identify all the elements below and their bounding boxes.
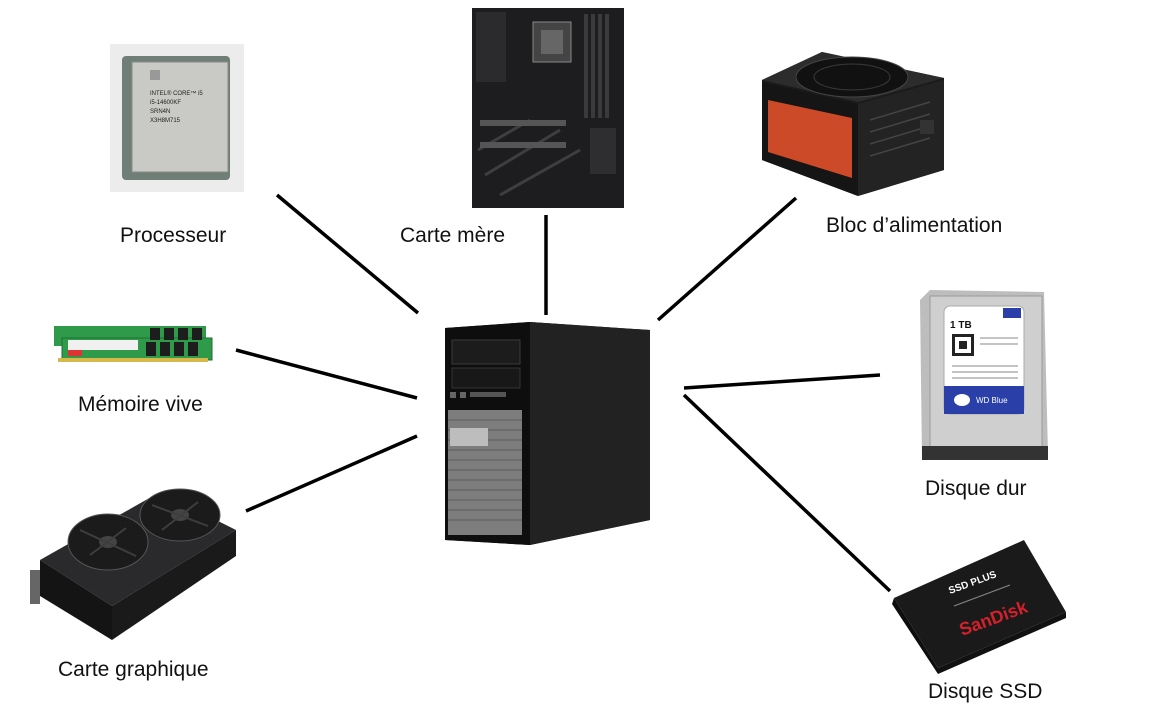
connector-hdd xyxy=(683,373,881,390)
cpu-image: INTEL® CORE™ i5 i5-14600KF SRN4N X3H8M71… xyxy=(110,44,244,192)
connector-psu xyxy=(656,196,798,322)
label-cpu: Processeur xyxy=(120,224,227,247)
gpu-image xyxy=(30,488,236,640)
cpu-line-4: X3H8M715 xyxy=(150,118,181,124)
connector-gpu xyxy=(245,434,418,513)
label-ram: Mémoire vive xyxy=(78,393,203,416)
label-ssd: Disque SSD xyxy=(928,680,1043,703)
cpu-line-3: SRN4N xyxy=(150,109,170,115)
connectors xyxy=(235,193,892,593)
ram-image xyxy=(54,326,213,362)
cpu-line-2: i5-14600KF xyxy=(150,100,181,106)
connector-cpu xyxy=(275,193,420,315)
label-hdd: Disque dur xyxy=(925,477,1027,500)
cpu-line-1: INTEL® CORE™ i5 xyxy=(150,90,203,97)
label-motherboard: Carte mère xyxy=(400,224,506,247)
connector-ssd xyxy=(682,393,892,593)
connector-ram xyxy=(235,348,418,400)
label-psu: Bloc d’alimentation xyxy=(826,214,1003,237)
hdd-capacity: 1 TB xyxy=(950,320,972,331)
ssd-image: SSD PLUS SanDisk xyxy=(892,540,1066,674)
hdd-brand: WD Blue xyxy=(976,396,1008,405)
label-gpu: Carte graphique xyxy=(58,658,209,681)
motherboard-image xyxy=(472,8,624,208)
computer-tower-image xyxy=(445,322,650,545)
hdd-image: 1 TB WD Blue xyxy=(920,290,1048,460)
psu-image xyxy=(762,52,944,196)
